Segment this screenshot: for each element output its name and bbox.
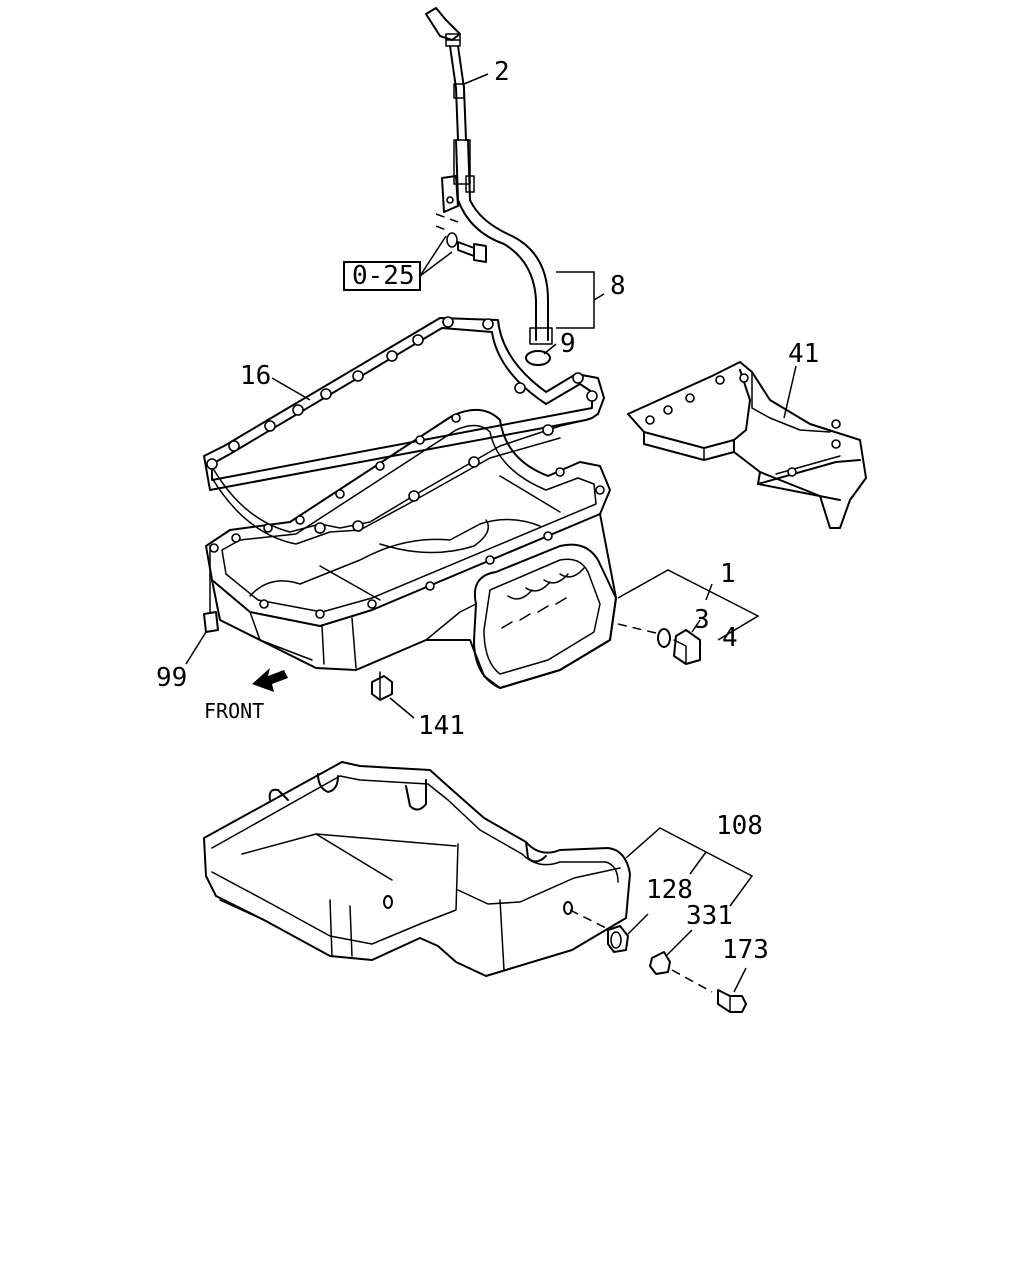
- callout-4: 4: [722, 623, 738, 653]
- callout-331: 331: [686, 901, 733, 931]
- callout-9: 9: [560, 329, 576, 359]
- callout-41: 41: [788, 339, 819, 369]
- dipstick-bracket-bolt: [435, 213, 487, 263]
- cover-fasteners: [569, 909, 747, 1013]
- drain-plug-assembly: [617, 623, 701, 665]
- callout-1: 1: [720, 559, 736, 589]
- front-label: FRONT: [204, 699, 264, 723]
- callout-128: 128: [646, 875, 693, 905]
- callout-leaders: [185, 73, 797, 993]
- oil-dipstick-assembly: [425, 7, 553, 366]
- callout-99: 99: [156, 663, 187, 693]
- pan-bolt-141: [371, 671, 393, 701]
- callout-173: 173: [722, 935, 769, 965]
- callout-16: 16: [240, 361, 271, 391]
- oil-pan-stiffener-bracket: [627, 361, 867, 529]
- oil-pan-cover: [203, 761, 631, 977]
- callout-3: 3: [694, 605, 710, 635]
- front-direction-arrow: FRONT: [204, 668, 288, 723]
- reference-box: 0-25: [343, 261, 421, 291]
- callout-8: 8: [610, 271, 626, 301]
- gasket-bolt-holes: [206, 316, 598, 534]
- callout-2: 2: [494, 57, 510, 87]
- callout-108: 108: [716, 811, 763, 841]
- oil-pan: [203, 409, 617, 689]
- reference-box-label: 0-25: [352, 261, 415, 291]
- callout-labels: 2 8 9 16 41 1 3 4 99 141 108 128 331 173: [156, 57, 819, 965]
- callout-141: 141: [418, 711, 465, 741]
